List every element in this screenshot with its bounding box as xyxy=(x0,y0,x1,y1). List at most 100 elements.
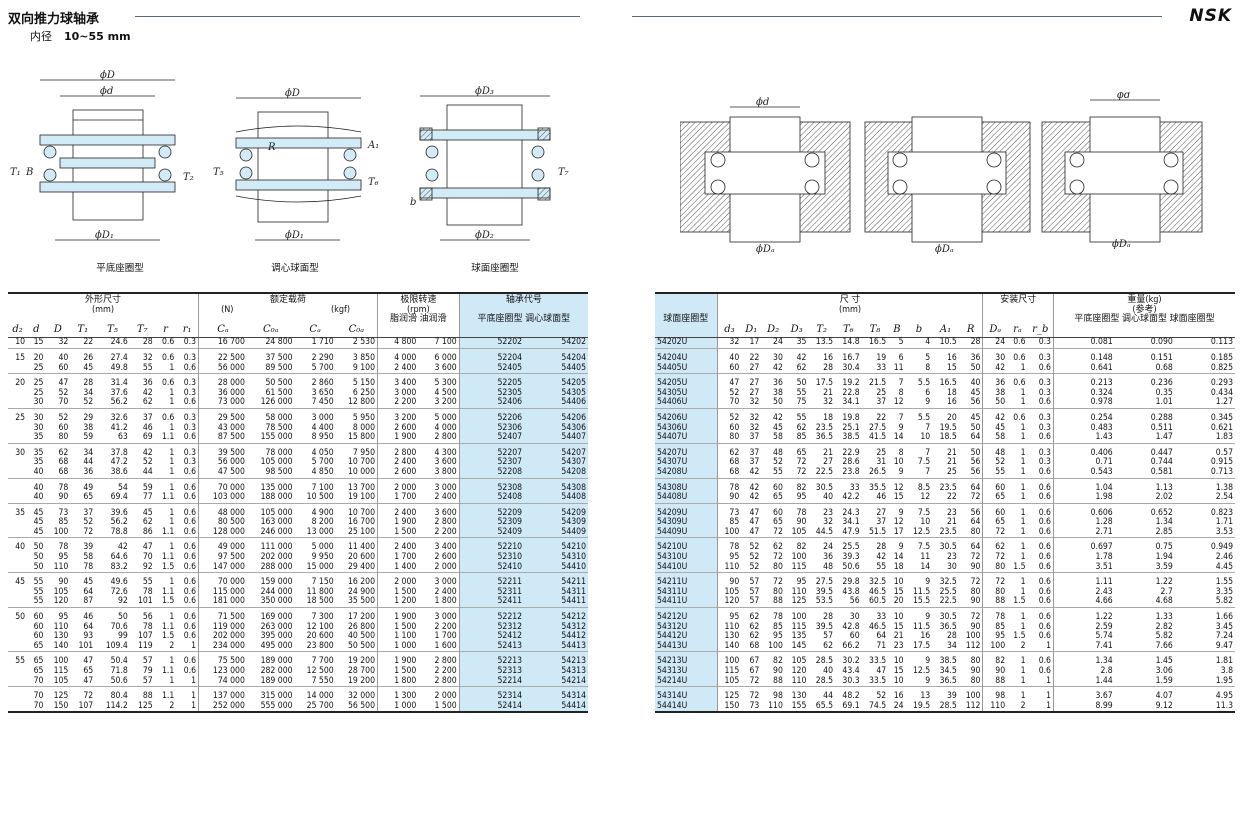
table-cell: 52306 xyxy=(458,423,525,434)
table-cell: 115 xyxy=(716,666,742,677)
table-cell: 16 xyxy=(932,347,959,364)
table-cell: 68 xyxy=(58,466,69,477)
table-cell: 7 100 xyxy=(434,337,457,348)
table-cell: 90 xyxy=(970,561,981,572)
table-cell: 48.2 xyxy=(835,686,862,702)
table-cell: 78 xyxy=(982,607,1008,623)
table-cell: 29 500 xyxy=(198,407,247,424)
table-cell: 6 250 xyxy=(352,387,376,398)
aligning-seat-drawing: ϕD ϕD₁ R T₅ T₆ A₁ xyxy=(213,88,379,241)
table-cell: 0.3 xyxy=(176,347,199,364)
table-cell: 54208 xyxy=(524,467,588,478)
table-cell: 70 xyxy=(142,552,153,563)
table-cell: 97 500 xyxy=(198,552,247,563)
left-spec-table: 外形尺寸(mm) 额定载荷(N)(kgf) 极限转速(rpm)脂润滑 油润滑 轴… xyxy=(8,292,588,714)
table-cell: 47 500 xyxy=(198,467,247,478)
table-cell: 2.82 xyxy=(1155,621,1173,632)
header-rule-right xyxy=(632,16,1162,17)
svg-text:T₅: T₅ xyxy=(213,167,224,178)
table-cell: 25.1 xyxy=(842,422,860,433)
table-cell: 54405U xyxy=(655,363,718,374)
table-cell: 27.5 xyxy=(869,422,887,433)
table-cell xyxy=(8,477,28,494)
table-cell: 0.71 xyxy=(1052,458,1115,468)
table-cell: 137 000 xyxy=(198,686,247,702)
table-cell: 56 000 xyxy=(198,363,247,374)
table-cell: 23 xyxy=(932,502,959,519)
table-cell: 202 000 xyxy=(260,552,293,563)
table-cell: 73 000 xyxy=(198,397,247,409)
table-cell: 0.151 xyxy=(1114,347,1175,364)
table-cell: 60 xyxy=(716,423,742,434)
table-cell: 7 xyxy=(905,442,933,459)
table-cell: 495 000 xyxy=(260,640,293,651)
table-cell: 78 xyxy=(45,537,71,554)
table-cell: 45 xyxy=(70,572,96,588)
table-cell: 19.2 xyxy=(835,373,862,389)
table-cell: 52 xyxy=(83,517,94,528)
table-cell: 54314U xyxy=(655,686,718,702)
header-mass-ref: (参考) xyxy=(1132,304,1157,315)
table-cell: 90 xyxy=(58,492,69,503)
mounting-drawing-2: ϕDₐ xyxy=(864,116,1031,255)
table-cell: 0.6 xyxy=(1038,596,1051,607)
table-cell: 1.43 xyxy=(1052,432,1115,444)
table-cell: 68 xyxy=(716,458,742,468)
table-cell: 1 xyxy=(1007,686,1028,702)
table-cell: 55 xyxy=(876,561,887,572)
table-cell: 0.6 xyxy=(1038,666,1051,676)
table-cell: 54411U xyxy=(655,597,718,608)
table-cell: 1.45 xyxy=(1114,651,1175,667)
table-cell: 1 xyxy=(1020,432,1026,443)
table-cell: 62 xyxy=(716,442,742,459)
table-cell: 4.95 xyxy=(1174,686,1235,702)
table-cell: 54206U xyxy=(655,407,718,424)
table-cell: 46 xyxy=(70,607,96,623)
table-cell: 32 xyxy=(749,422,760,433)
table-cell: 52 xyxy=(83,397,94,408)
table-cell: 0.6 xyxy=(1027,607,1054,623)
table-cell: 25.5 xyxy=(939,586,957,597)
table-cell: 6 xyxy=(925,387,931,398)
table-cell: 54214U xyxy=(655,676,718,687)
table-cell: 92 xyxy=(142,561,153,572)
table-cell: 78 xyxy=(761,607,785,623)
table-cell: 9 xyxy=(898,466,904,477)
table-cell: 25 xyxy=(27,373,46,389)
table-cell: 15.5 xyxy=(912,596,931,607)
table-cell: 2 200 xyxy=(434,666,457,676)
table-cell: 1 xyxy=(191,640,197,651)
table-cell: 15 xyxy=(893,492,904,503)
table-cell: 5 xyxy=(905,347,933,364)
table-cell: 0.6 xyxy=(183,621,197,632)
table-cell: 60 xyxy=(849,631,860,642)
table-cell: 36 xyxy=(83,466,94,477)
table-cell: 150 xyxy=(716,701,742,713)
table-cell: 65 xyxy=(773,517,783,528)
table-cell: 8 200 xyxy=(311,517,334,528)
table-cell: 16 xyxy=(920,631,931,642)
table-cell: 110 xyxy=(982,701,1008,713)
table-cell: 95 xyxy=(45,607,71,623)
table-cell: 78 xyxy=(716,537,742,554)
table-cell: 0.6 xyxy=(1007,347,1028,364)
table-cell: 55 xyxy=(8,651,28,667)
table-cell: 52405 xyxy=(458,363,525,374)
table-cell: 130 xyxy=(53,631,69,642)
table-cell: 35 xyxy=(8,502,28,519)
table-cell: 27 xyxy=(741,373,762,389)
table-cell: 34.5 xyxy=(939,666,957,676)
table-cell: 5 950 xyxy=(335,407,378,424)
table-cell: 64 xyxy=(970,517,981,528)
table-cell: 82 xyxy=(761,651,785,667)
table-cell: 80.4 xyxy=(95,686,130,702)
table-cell: 78 000 xyxy=(246,442,295,459)
table-cell: 2 200 xyxy=(434,621,457,632)
